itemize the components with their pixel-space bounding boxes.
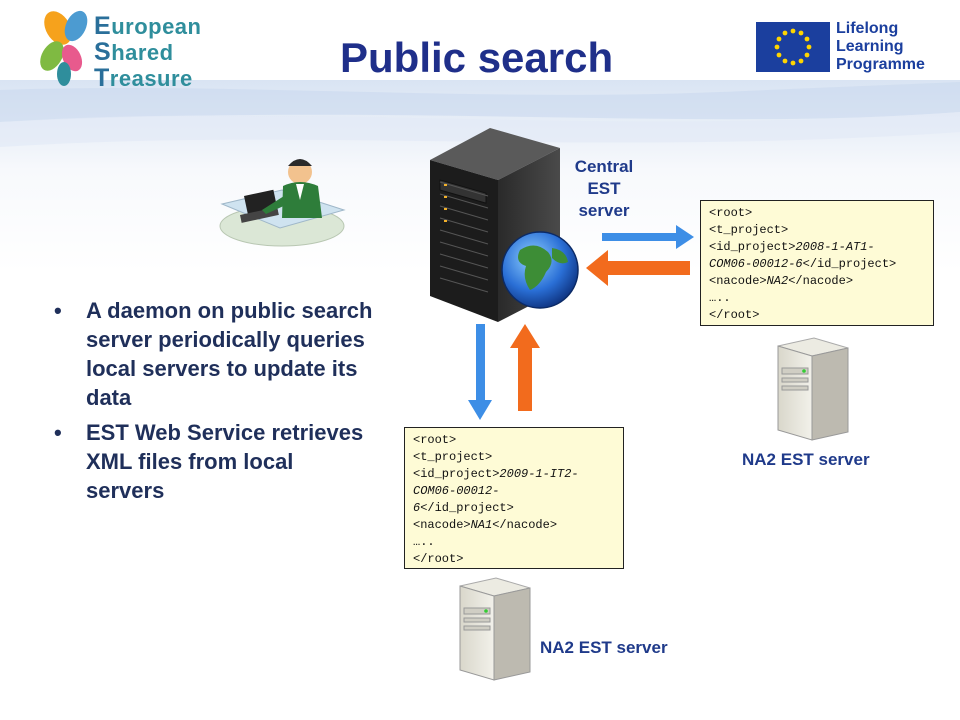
xml-id-line: <id_project>2009-1-IT2- [413, 467, 579, 481]
butterfly-logo-icon [40, 10, 88, 86]
server-rack-globe-icon [430, 128, 579, 322]
xml-id-line-2: COM06-00012- [413, 484, 500, 498]
arrow-request-bottom [468, 324, 492, 420]
bullet-item: • A daemon on public search server perio… [54, 296, 374, 412]
xml-id-line-3: 6</id_project> [413, 501, 514, 515]
eu-flag-icon [756, 22, 830, 72]
xml-root-open: <root> [709, 206, 753, 220]
tower-server-icon [459, 577, 531, 681]
bullet-marker: • [54, 420, 62, 445]
central-server-label: Central EST server [574, 157, 634, 220]
bullet-text: EST Web Service retrieves XML files from… [86, 420, 364, 503]
xml-root-close: </root> [709, 308, 760, 322]
xml-nacode-line: <nacode>NA2</nacode> [709, 274, 854, 288]
european-shared-treasure-logo: European Shared Treasure [36, 8, 226, 92]
na2-server-label-right: NA2 EST server [742, 450, 870, 469]
xml-id-line: <id_project>2008-1-AT1- [709, 240, 875, 254]
llp-logo-text: Lifelong Learning Programme [836, 20, 925, 73]
bullet-list: • A daemon on public search server perio… [54, 296, 374, 511]
logo-line-european: European [94, 12, 202, 40]
bullet-text: A daemon on public search server periodi… [86, 298, 373, 410]
xml-id-line-2: COM06-00012-6</id_project> [709, 257, 897, 271]
arrow-response-bottom [510, 324, 540, 411]
xml-root-open: <root> [413, 433, 457, 447]
xml-sample-na1: <root> <t_project> <id_project>2009-1-IT… [404, 427, 624, 569]
xml-ellipsis: ….. [413, 535, 435, 549]
background-wave [0, 82, 960, 147]
logo-line-shared: Shared [94, 38, 174, 66]
bullet-marker: • [54, 298, 62, 323]
xml-nacode-line: <nacode>NA1</nacode> [413, 518, 558, 532]
arrow-response-right [586, 250, 690, 286]
bullet-item: • EST Web Service retrieves XML files fr… [54, 418, 374, 505]
xml-sample-na2: <root> <t_project> <id_project>2008-1-AT… [700, 200, 934, 326]
page-title: Public search [340, 34, 614, 81]
xml-t-project: <t_project> [413, 450, 493, 464]
arrow-request-right [602, 225, 694, 249]
xml-t-project: <t_project> [709, 223, 789, 237]
user-at-desk-icon [219, 159, 346, 247]
tower-server-icon [777, 337, 849, 441]
na2-server-label-bottom: NA2 EST server [540, 638, 668, 657]
xml-root-close: </root> [413, 552, 464, 566]
logo-line-treasure: Treasure [94, 64, 193, 92]
xml-ellipsis: ….. [709, 291, 731, 305]
lifelong-learning-programme-logo: Lifelong Learning Programme [756, 16, 936, 78]
